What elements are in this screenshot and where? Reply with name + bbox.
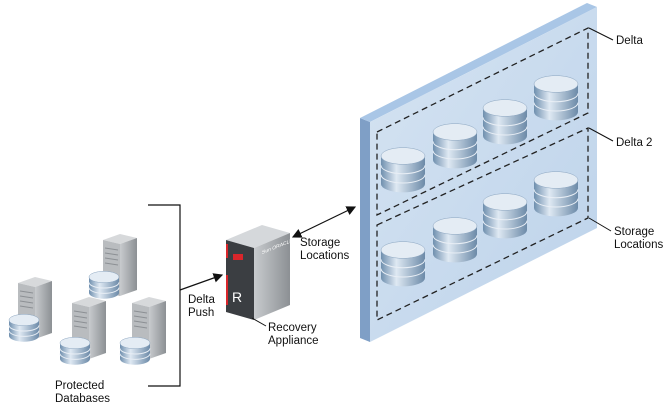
label-storage-arrow-1: Storage: [300, 237, 340, 249]
label-delta-push-2: Push: [188, 307, 214, 319]
database-icon: [119, 337, 151, 365]
label-delta-push-1: Delta: [188, 294, 215, 306]
label-storage-locations-2: Locations: [614, 239, 663, 251]
database-icon: [380, 241, 426, 287]
delta-region: [376, 26, 589, 217]
leader-lines: [588, 27, 614, 232]
database-icon: [380, 147, 426, 193]
appliance-letter: R: [232, 289, 242, 305]
delta-push-arrow: [179, 273, 224, 291]
bracket: [148, 204, 181, 387]
database-icon: [59, 337, 91, 365]
database-icon: [88, 271, 120, 299]
database-icon: [533, 75, 579, 121]
database-icon: [482, 193, 528, 239]
database-icon: [432, 123, 478, 169]
database-icon: [8, 314, 40, 342]
storage-arrow: [291, 206, 357, 238]
label-storage-locations-1: Storage: [614, 226, 654, 238]
label-protected-1: Protected: [55, 380, 104, 392]
label-protected-2: Databases: [55, 393, 110, 405]
label-storage-arrow-2: Locations: [300, 250, 349, 262]
database-icon: [533, 171, 579, 217]
recovery-appliance: R Sun ORACLE: [226, 225, 293, 320]
database-icon: [482, 99, 528, 145]
label-delta-2: Delta 2: [616, 137, 652, 149]
delta2-region: [376, 126, 589, 322]
label-recovery-1: Recovery: [268, 322, 317, 334]
label-recovery-2: Appliance: [268, 335, 319, 347]
line-appliance: [251, 317, 267, 327]
database-icon: [432, 217, 478, 263]
label-delta: Delta: [616, 35, 643, 47]
